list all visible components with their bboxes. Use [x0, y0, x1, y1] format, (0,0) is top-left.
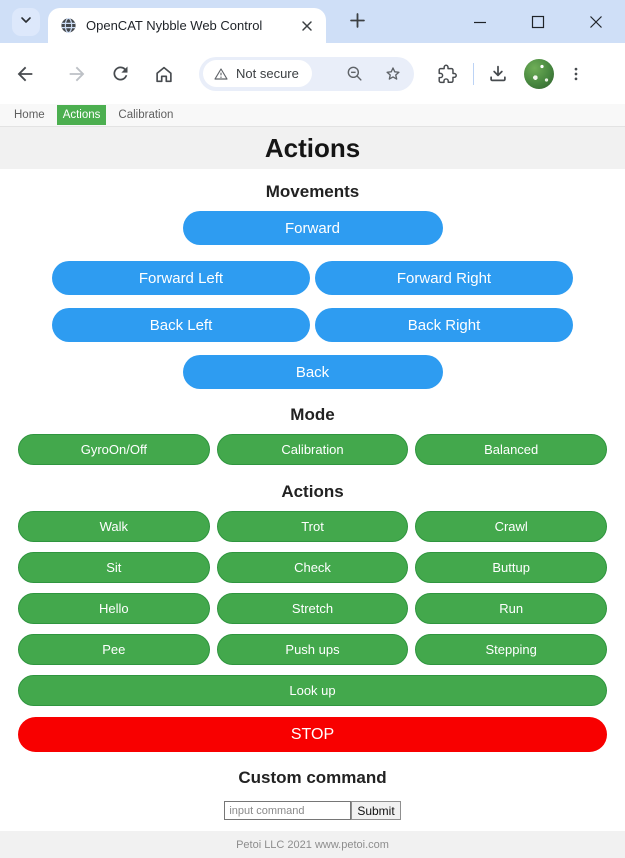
nav-link-actions[interactable]: Actions: [56, 105, 107, 125]
calibration-button[interactable]: Calibration: [216, 434, 409, 465]
sit-button[interactable]: Sit: [18, 552, 210, 583]
address-bar[interactable]: Not secure: [199, 56, 414, 91]
pee-button[interactable]: Pee: [18, 634, 210, 665]
site-nav: Home Actions Calibration: [0, 104, 625, 127]
actions-heading: Actions: [281, 482, 344, 501]
back-left-button[interactable]: Back Left: [52, 308, 310, 342]
back-icon[interactable]: [13, 62, 37, 86]
zoom-out-icon[interactable]: [344, 63, 366, 85]
menu-kebab-icon[interactable]: [564, 62, 588, 86]
tab-title: OpenCAT Nybble Web Control: [86, 18, 263, 33]
browser-toolbar: Not secure: [0, 43, 625, 104]
balanced-button[interactable]: Balanced: [415, 434, 608, 465]
forward-left-button[interactable]: Forward Left: [52, 261, 310, 295]
downloads-icon[interactable]: [486, 62, 510, 86]
trot-button[interactable]: Trot: [216, 511, 409, 542]
extensions-icon[interactable]: [435, 62, 459, 86]
tab-close-icon[interactable]: [298, 17, 316, 35]
gyro-on-off-button[interactable]: GyroOn/Off: [18, 434, 210, 465]
footer-text: Petoi LLC 2021 www.petoi.com: [236, 838, 389, 851]
check-button[interactable]: Check: [216, 552, 409, 583]
security-chip[interactable]: Not secure: [203, 60, 312, 87]
page-title: Actions: [264, 132, 361, 163]
chevron-down-icon: [20, 13, 32, 31]
browser-tab[interactable]: OpenCAT Nybble Web Control: [48, 8, 326, 43]
reload-icon[interactable]: [108, 62, 132, 86]
buttup-button[interactable]: Buttup: [415, 552, 608, 583]
push-ups-button[interactable]: Push ups: [216, 634, 409, 665]
crawl-button[interactable]: Crawl: [415, 511, 608, 542]
globe-favicon-icon: [60, 17, 77, 34]
warning-triangle-icon: [213, 66, 229, 82]
window-controls: [437, 0, 625, 43]
page-title-band: Actions: [0, 127, 625, 169]
forward-icon[interactable]: [65, 62, 89, 86]
browser-titlebar: OpenCAT Nybble Web Control: [0, 0, 625, 43]
back-right-button[interactable]: Back Right: [315, 308, 573, 342]
submit-button[interactable]: Submit: [351, 801, 401, 820]
window-close-button[interactable]: [581, 7, 611, 37]
walk-button[interactable]: Walk: [18, 511, 210, 542]
home-icon[interactable]: [152, 62, 176, 86]
window-maximize-button[interactable]: [523, 7, 553, 37]
forward-right-button[interactable]: Forward Right: [315, 261, 573, 295]
tab-search-button[interactable]: [12, 8, 40, 36]
stop-button[interactable]: STOP: [18, 717, 607, 752]
page-footer: Petoi LLC 2021 www.petoi.com: [0, 831, 625, 858]
page-content: Movements Forward Forward Left Forward R…: [0, 169, 625, 820]
security-chip-label: Not secure: [236, 66, 299, 81]
bookmark-star-icon[interactable]: [382, 63, 404, 85]
look-up-button[interactable]: Look up: [18, 675, 607, 706]
run-button[interactable]: Run: [415, 593, 608, 624]
profile-avatar[interactable]: [524, 58, 554, 89]
window-minimize-button[interactable]: [465, 7, 495, 37]
stepping-button[interactable]: Stepping: [415, 634, 608, 665]
movements-heading: Movements: [265, 182, 360, 201]
custom-command-heading: Custom command: [238, 768, 387, 787]
back-button[interactable]: Back: [182, 355, 443, 389]
nav-link-calibration[interactable]: Calibration: [118, 109, 174, 121]
nav-link-home[interactable]: Home: [14, 109, 45, 121]
toolbar-separator: [473, 62, 474, 85]
stretch-button[interactable]: Stretch: [216, 593, 409, 624]
new-tab-button[interactable]: [344, 8, 370, 34]
hello-button[interactable]: Hello: [18, 593, 210, 624]
forward-button[interactable]: Forward: [182, 211, 443, 245]
mode-heading: Mode: [290, 405, 335, 424]
custom-command-input[interactable]: [224, 801, 352, 820]
